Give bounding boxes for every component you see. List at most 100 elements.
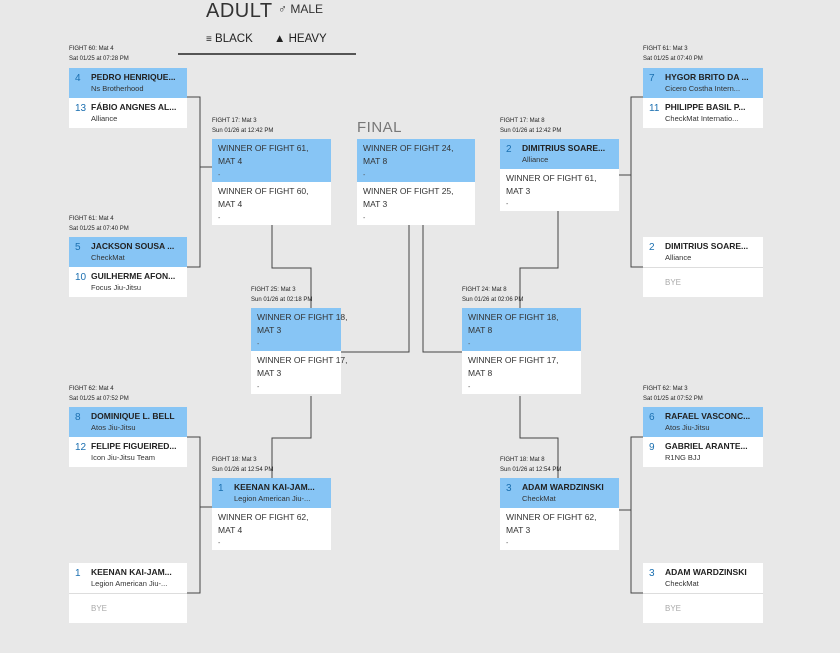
fight-time: Sat 01/25 at 07:52 PM [643, 396, 703, 402]
competitor-name: KEENAN KAI-JAM... [91, 567, 172, 577]
fight-time: Sat 01/25 at 07:28 PM [69, 56, 129, 62]
competitor-name: PEDRO HENRIQUE... [91, 72, 176, 82]
fight-time: Sun 01/26 at 02:06 PM [462, 297, 524, 303]
competitor-name: ADAM WARDZINSKI [665, 567, 747, 577]
competitor-name: PHILIPPE BASIL P... [665, 102, 746, 112]
winner-slot[interactable]: WINNER OF FIGHT 25,MAT 3- [357, 182, 475, 225]
winner-mat: MAT 8 [468, 325, 493, 335]
competitor-team: CheckMat [91, 253, 125, 262]
header-underline [178, 53, 356, 55]
fight-number: FIGHT 24: Mat 8 [462, 287, 507, 293]
fight-17-card[interactable]: WINNER OF FIGHT 61,MAT 4 - WINNER OF FIGH… [212, 139, 331, 225]
fight-time: Sat 01/25 at 07:40 PM [69, 226, 129, 232]
fight-number: FIGHT 61: Mat 3 [643, 46, 688, 52]
winner-line: WINNER OF FIGHT 62, [506, 512, 597, 522]
team-placeholder: - [218, 172, 221, 179]
competitor-team: Focus Jiu-Jitsu [91, 283, 142, 292]
competitor-name: KEENAN KAI-JAM... [234, 482, 315, 492]
winner-slot[interactable]: WINNER OF FIGHT 17,MAT 3- [251, 351, 348, 394]
belt-label: ≡ BLACK [206, 33, 253, 45]
final-card[interactable]: WINNER OF FIGHT 24,MAT 8- WINNER OF FIGH… [357, 139, 475, 225]
team-placeholder: - [218, 540, 221, 547]
winner-line: WINNER OF FIGHT 24, [363, 143, 454, 153]
fight-number: FIGHT 18: Mat 8 [500, 457, 545, 463]
competitor-name: GUILHERME AFON... [91, 271, 176, 281]
team-placeholder: - [468, 384, 471, 391]
fight-time: Sun 01/26 at 12:42 PM [212, 128, 274, 134]
winner-slot[interactable]: WINNER OF FIGHT 61,MAT 3- [500, 169, 619, 211]
competitor-team: CheckMat [522, 494, 556, 503]
weight-text: HEAVY [288, 33, 327, 45]
winner-line: WINNER OF FIGHT 62, [218, 512, 309, 522]
winner-mat: MAT 3 [257, 368, 282, 378]
winner-line: WINNER OF FIGHT 17, [468, 355, 559, 365]
winner-slot[interactable]: WINNER OF FIGHT 62,MAT 4- [212, 508, 331, 550]
winner-line: WINNER OF FIGHT 18, [257, 312, 348, 322]
team-placeholder: - [468, 341, 471, 348]
winner-slot[interactable]: WINNER OF FIGHT 18, MAT 8 - [462, 308, 581, 351]
seed-number: 4 [75, 73, 81, 84]
winner-slot[interactable]: WINNER OF FIGHT 62,MAT 3- [500, 508, 619, 550]
seed-number: 2 [506, 144, 512, 155]
winner-slot[interactable]: WINNER OF FIGHT 17, MAT 8 - [462, 351, 581, 394]
winner-line: WINNER OF FIGHT 18, [468, 312, 559, 322]
winner-text: WINNER OF FIGHT 17, MAT 3 [257, 354, 348, 380]
fight-25-card[interactable]: WINNER OF FIGHT 18,MAT 3- WINNER OF FIGH… [251, 308, 348, 394]
seed-number: 9 [649, 442, 655, 453]
competitor-name: HYGOR BRITO DA ... [665, 72, 749, 82]
competitor-team: Alliance [91, 114, 118, 123]
fight-24-card[interactable]: WINNER OF FIGHT 18, MAT 8 - WINNER OF FIGH… [462, 308, 581, 394]
fight-number: FIGHT 17: Mat 3 [212, 118, 257, 124]
winner-line: WINNER OF FIGHT 17, [257, 355, 348, 365]
fight-time: Sun 01/26 at 12:54 PM [212, 467, 274, 473]
competitor-name: FELIPE FIGUEIRED... [91, 441, 177, 451]
bye-slot: BYE [69, 593, 187, 623]
winner-slot[interactable]: WINNER OF FIGHT 60,MAT 4- [212, 182, 331, 225]
team-placeholder: - [363, 215, 366, 222]
winner-mat: MAT 3 [506, 186, 531, 196]
winner-slot[interactable]: WINNER OF FIGHT 18,MAT 3- [251, 308, 348, 351]
competitor-team: Legion American Jiu-... [91, 579, 168, 588]
winner-slot[interactable]: WINNER OF FIGHT 61,MAT 4 - [212, 139, 331, 182]
competitor-team: Legion American Jiu-... [234, 494, 311, 503]
winner-mat: MAT 3 [257, 325, 282, 335]
winner-text: WINNER OF FIGHT 61,MAT 4 [218, 142, 309, 168]
winner-slot[interactable]: WINNER OF FIGHT 24,MAT 8- [357, 139, 475, 182]
team-placeholder: - [506, 201, 509, 208]
competitor-team: Icon Jiu-Jitsu Team [91, 453, 156, 462]
seed-number: 11 [649, 103, 660, 114]
winner-mat: MAT 8 [468, 368, 493, 378]
